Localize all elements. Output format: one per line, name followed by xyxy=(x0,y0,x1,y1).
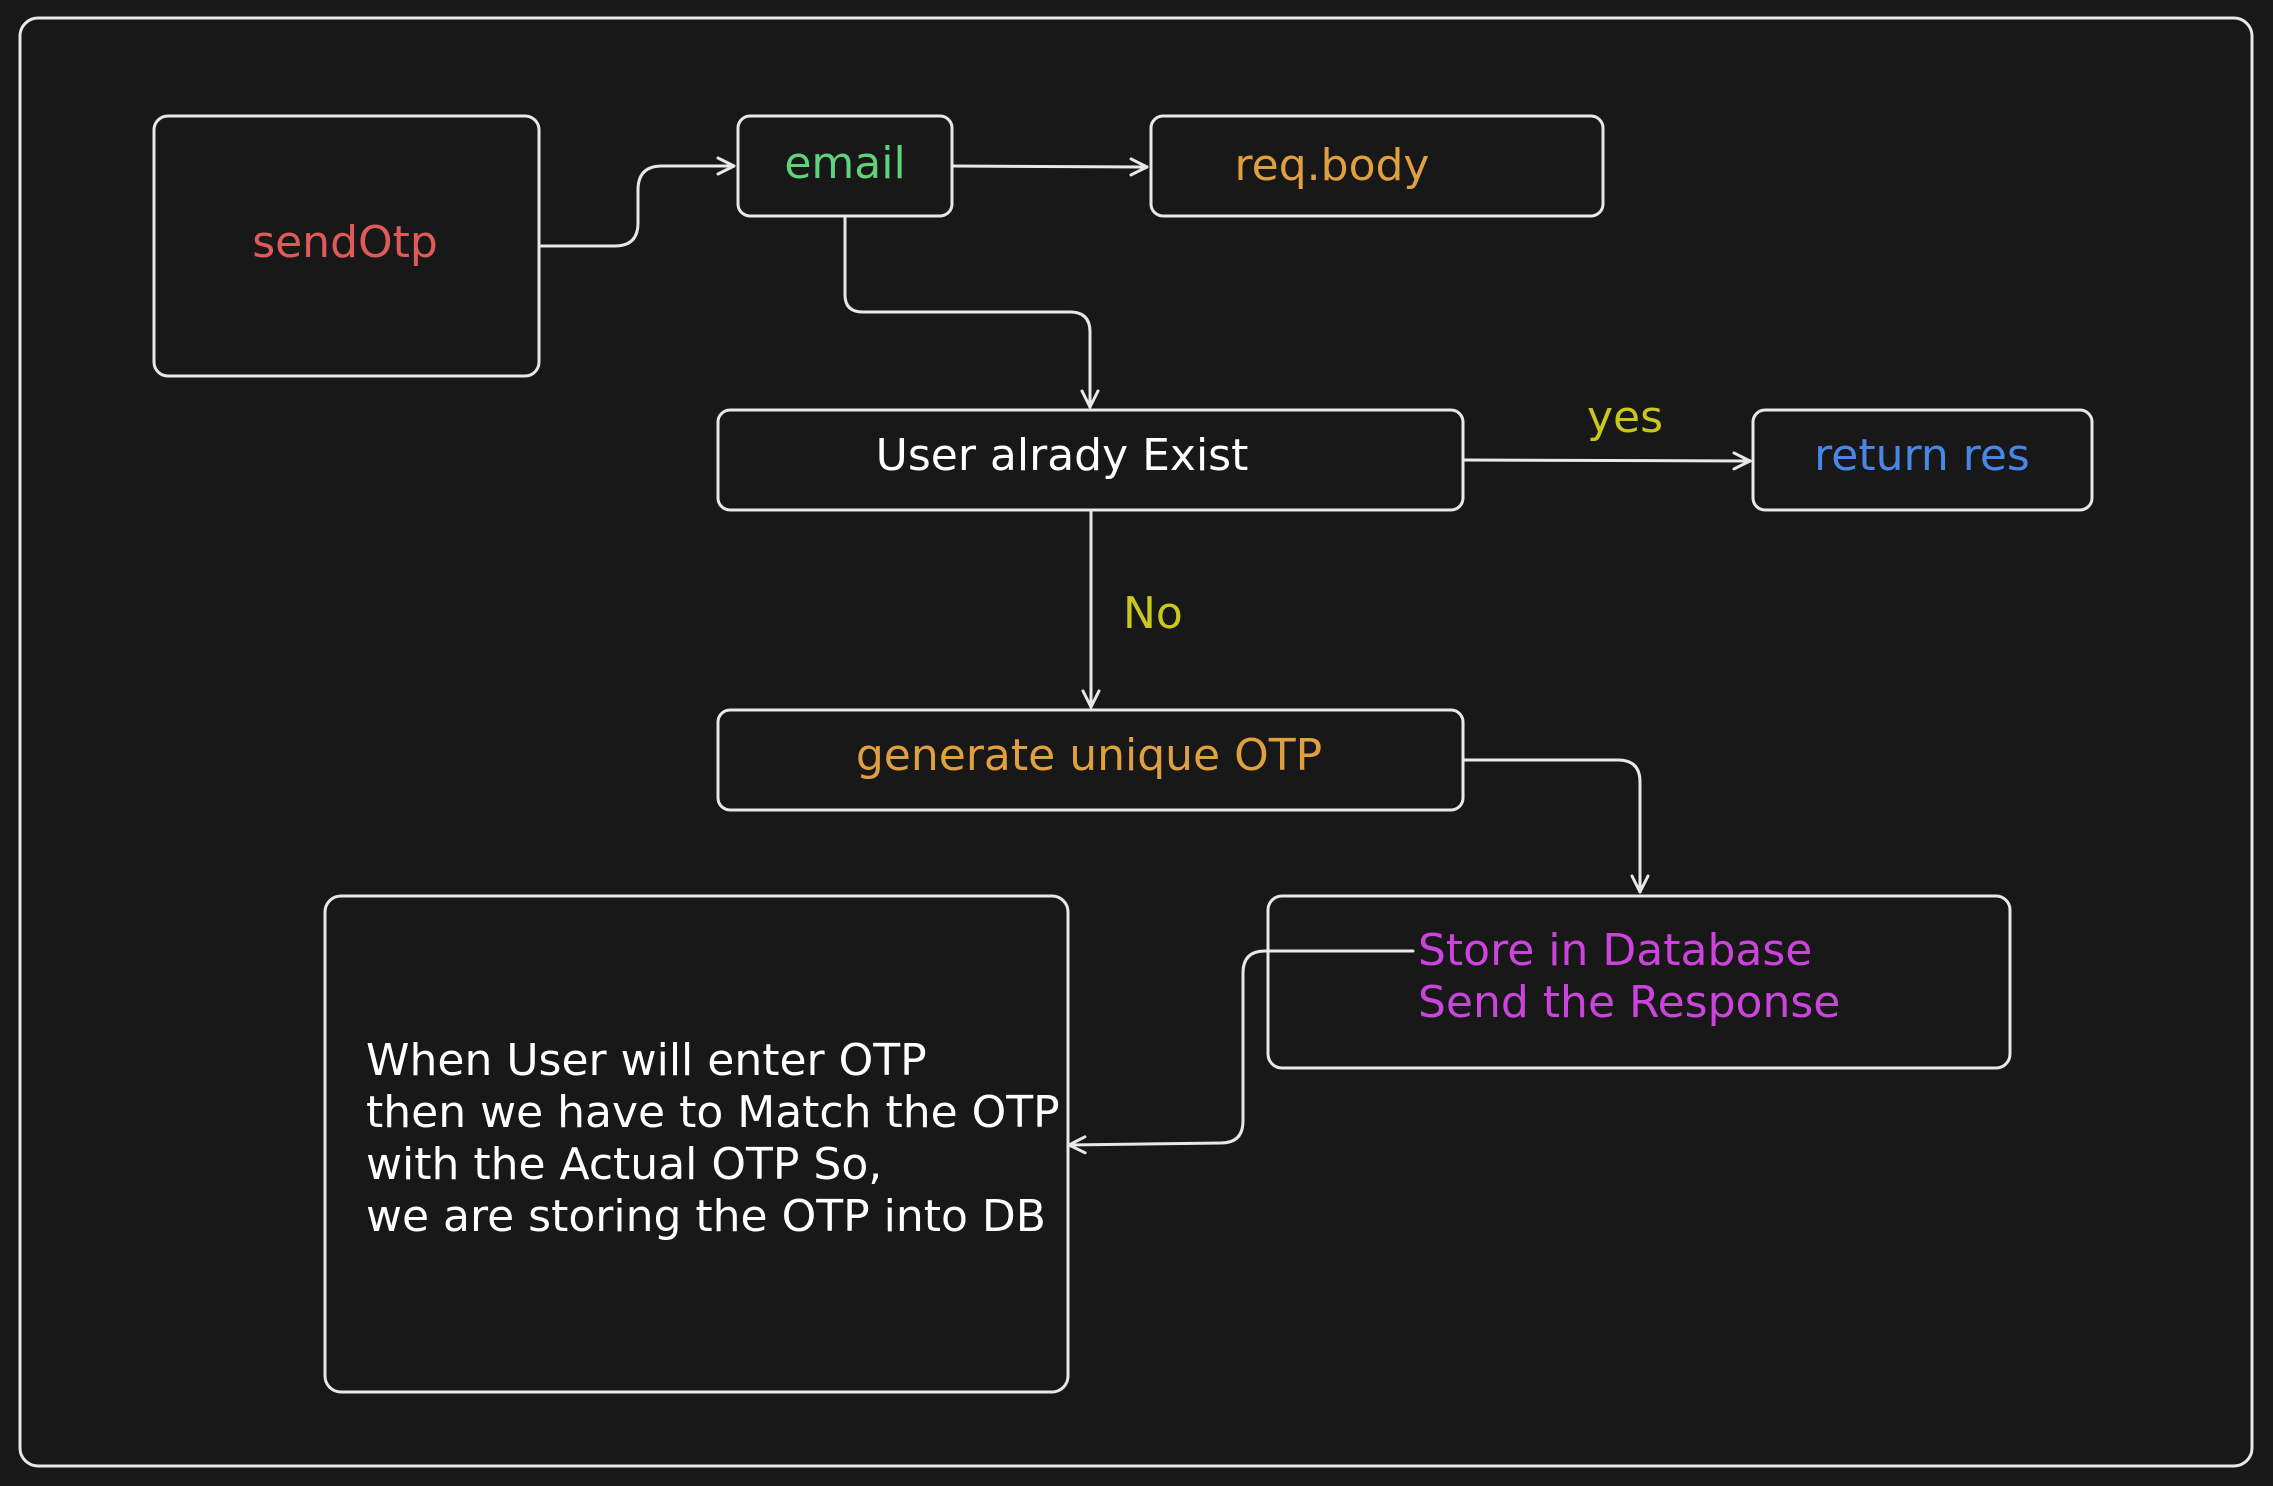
email-label: email xyxy=(784,138,905,189)
email-box xyxy=(736,114,954,218)
edge-user-exists-to-return-res xyxy=(1463,451,1752,471)
note-box xyxy=(323,894,1070,1394)
diagram-frame xyxy=(18,16,2254,1468)
generate-otp-label: generate unique OTP xyxy=(856,730,1322,781)
return-res-label: return res xyxy=(1814,430,2030,481)
note-line-2: then we have to Match the OTP xyxy=(366,1087,1060,1138)
sendotp-box xyxy=(152,114,541,378)
edge-sendotp-to-email xyxy=(538,156,736,248)
store-db-line-2: Send the Response xyxy=(1418,977,1840,1028)
user-exists-label: User alrady Exist xyxy=(876,430,1249,481)
edge-email-to-reqbody xyxy=(951,157,1149,177)
no-edge-label: No xyxy=(1123,588,1183,639)
sendotp-label: sendOtp xyxy=(252,217,438,268)
edge-generate-otp-to-store-db xyxy=(1463,758,1650,894)
user-exists-box xyxy=(716,408,1465,512)
note-line-1: When User will enter OTP xyxy=(366,1035,927,1086)
yes-edge-label: yes xyxy=(1587,392,1663,443)
reqbody-label: req.body xyxy=(1235,140,1430,191)
store-db-box xyxy=(1266,894,2012,1070)
edge-store-db-to-note xyxy=(1067,949,1415,1155)
reqbody-box xyxy=(1149,114,1605,218)
generate-otp-box xyxy=(716,708,1465,812)
note-line-3: with the Actual OTP So, xyxy=(366,1139,882,1190)
return-res-box xyxy=(1751,408,2094,512)
edge-email-to-user-exists xyxy=(843,215,1100,409)
store-db-line-1: Store in Database xyxy=(1418,925,1812,976)
note-line-4: we are storing the OTP into DB xyxy=(366,1191,1046,1242)
